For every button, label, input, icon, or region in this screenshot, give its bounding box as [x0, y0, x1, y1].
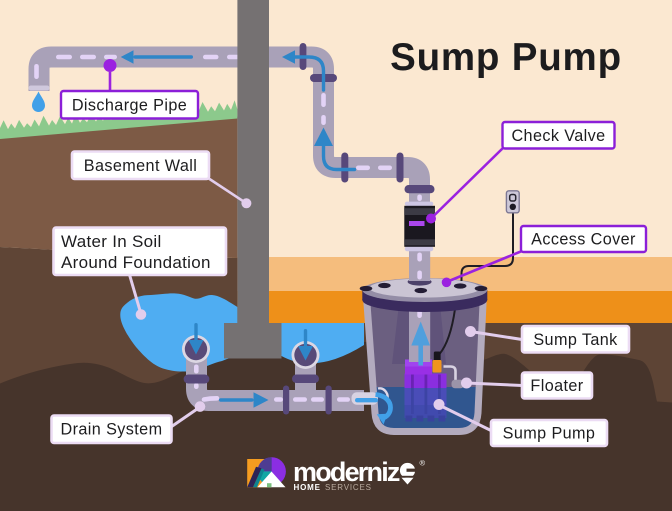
svg-text:Sump Pump: Sump Pump: [503, 425, 596, 443]
svg-text:Water In Soil: Water In Soil: [61, 232, 162, 251]
svg-text:Check Valve: Check Valve: [511, 127, 605, 145]
svg-text:Discharge Pipe: Discharge Pipe: [72, 97, 187, 115]
svg-text:Basement Wall: Basement Wall: [84, 157, 197, 175]
svg-text:Sump Pump: Sump Pump: [390, 36, 622, 79]
svg-text:SERVICES: SERVICES: [325, 483, 372, 492]
svg-text:HOME: HOME: [294, 483, 321, 492]
svg-text:Drain System: Drain System: [61, 421, 163, 439]
svg-text:®: ®: [420, 459, 426, 468]
svg-text:Floater: Floater: [530, 377, 583, 395]
svg-text:Sump Tank: Sump Tank: [533, 331, 618, 349]
svg-text:Access Cover: Access Cover: [531, 231, 636, 249]
svg-text:moderniz: moderniz: [293, 457, 400, 487]
svg-text:Around Foundation: Around Foundation: [61, 253, 211, 272]
